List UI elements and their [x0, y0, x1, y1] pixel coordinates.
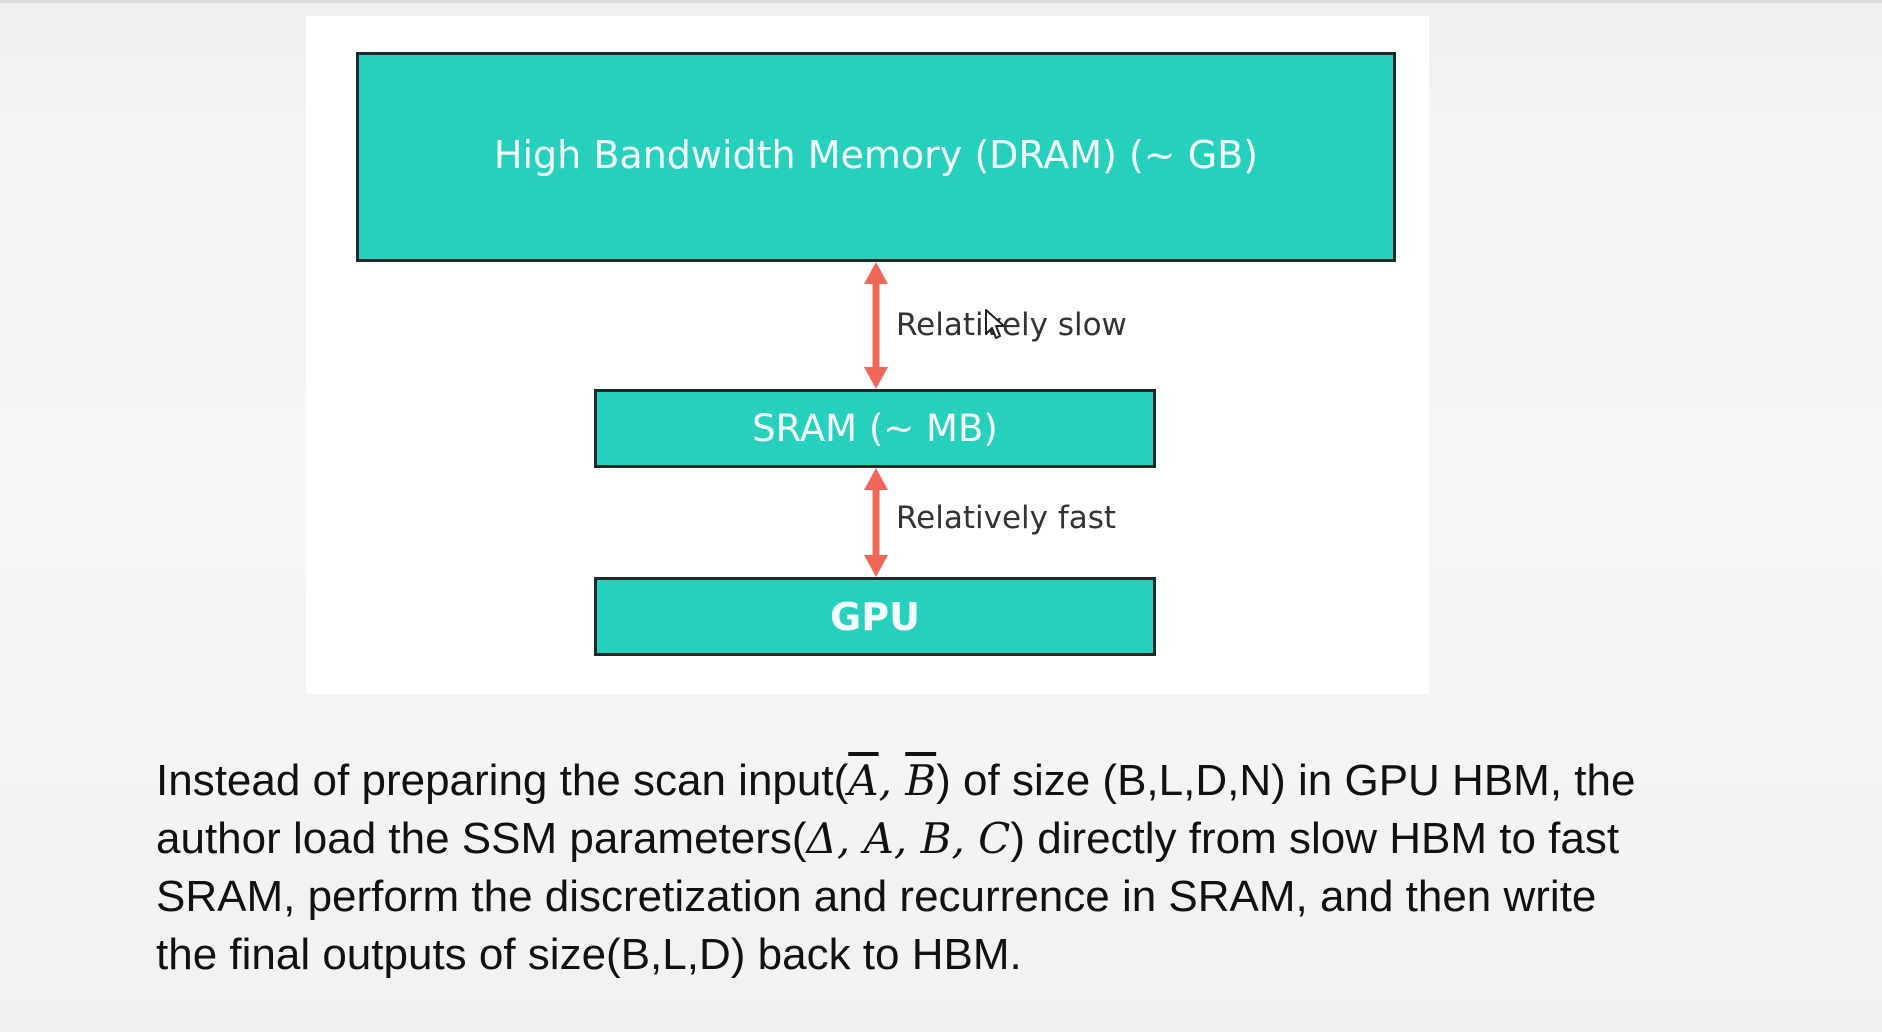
fast-double-arrow-icon [864, 468, 888, 577]
mouse-pointer-icon [985, 309, 1005, 339]
gpu-box: GPU [594, 577, 1156, 656]
gpu-label: GPU [830, 594, 920, 639]
caption-line-2: author load the SSM parameters(Δ, A, B, … [156, 810, 1796, 868]
hbm-memory-box: High Bandwidth Memory (DRAM) (~ GB) [356, 52, 1396, 262]
caption-line-1-text: Instead of preparing the scan input( [156, 756, 849, 805]
relatively-fast-label: Relatively fast [896, 500, 1117, 536]
top-border [0, 0, 1882, 3]
relatively-slow-label: Relatively slow [896, 307, 1127, 343]
caption-line-2-rest: ) directly from slow HBM to fast [1010, 814, 1620, 863]
sram-box: SRAM (~ MB) [594, 389, 1156, 468]
caption-line-1: Instead of preparing the scan input(A, B… [156, 752, 1796, 810]
caption-line-3: SRAM, perform the discretization and rec… [156, 872, 1597, 921]
math-a-bar: A [848, 756, 879, 805]
caption-line-2-text: author load the SSM parameters( [156, 814, 807, 863]
sram-label: SRAM (~ MB) [752, 407, 998, 450]
math-ssm-params: Δ, A, B, C [806, 814, 1011, 863]
caption-line-4: the final outputs of size(B,L,D) back to… [156, 930, 1022, 979]
slow-double-arrow-icon [864, 262, 888, 389]
math-comma: , [878, 756, 906, 805]
hbm-memory-label: High Bandwidth Memory (DRAM) (~ GB) [493, 133, 1259, 177]
caption-line-1-rest: ) of size (B,L,D,N) in GPU HBM, the [936, 756, 1636, 805]
math-b-bar: B [905, 756, 937, 805]
caption-paragraph: Instead of preparing the scan input(A, B… [156, 752, 1796, 984]
